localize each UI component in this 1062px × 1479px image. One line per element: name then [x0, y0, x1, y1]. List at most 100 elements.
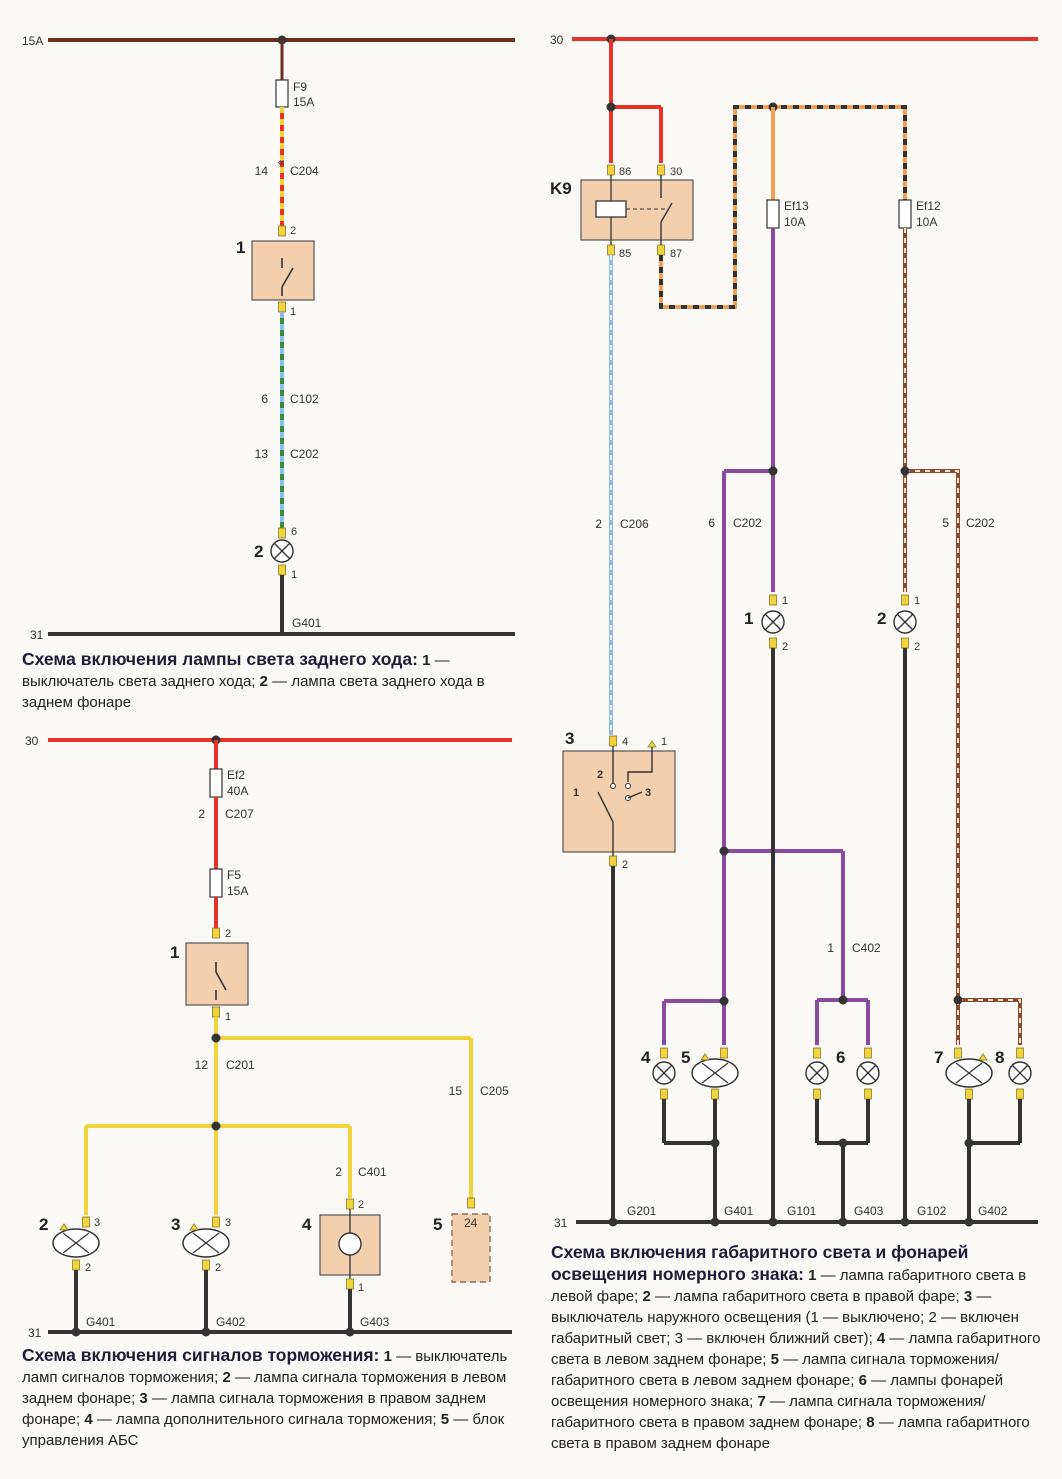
svg-text:31: 31	[554, 1216, 568, 1230]
svg-text:2: 2	[335, 1165, 342, 1179]
caption-item-text: — лампы фонарей освещения номерного знак…	[551, 1372, 1004, 1410]
svg-text:10A: 10A	[916, 215, 937, 229]
caption-item-number: 4	[84, 1411, 93, 1428]
connector-c202: C202	[290, 447, 319, 461]
caption-reverse-light-body: 1 — выключатель света заднего хода; 2 — …	[22, 652, 485, 711]
svg-text:2: 2	[198, 807, 205, 821]
svg-text:2: 2	[225, 928, 231, 940]
connector-c205: C205	[480, 1084, 509, 1098]
svg-text:4: 4	[622, 736, 628, 748]
caption-item-text: — лампа сигнала торможения/габаритного с…	[551, 1393, 986, 1431]
svg-text:2: 2	[215, 1262, 221, 1274]
svg-text:2: 2	[290, 225, 296, 237]
svg-text:2: 2	[595, 517, 602, 531]
svg-text:F5: F5	[227, 868, 241, 882]
svg-text:2: 2	[914, 641, 920, 653]
fuse-f5	[209, 868, 223, 898]
caption-item-text: — лампа габаритного света в левой фаре;	[551, 1267, 1027, 1305]
caption-item-number: 1	[808, 1267, 817, 1284]
caption-item-text: — лампа габаритного света в правом задне…	[551, 1414, 1030, 1452]
ground-g402-d3: G402	[978, 1204, 1008, 1218]
caption-item-text: — выключатель ламп сигналов торможения;	[22, 1348, 508, 1386]
svg-text:Ef12: Ef12	[916, 199, 941, 213]
connector-c201: C201	[226, 1058, 255, 1072]
svg-text:2: 2	[597, 769, 603, 781]
caption-item-text: — лампа света заднего хода в заднем фона…	[22, 673, 485, 711]
svg-text:3: 3	[645, 787, 651, 799]
ground-g403-d3: G403	[854, 1204, 884, 1218]
svg-text:4: 4	[302, 1215, 312, 1234]
svg-text:2: 2	[782, 641, 788, 653]
ground-g403-d2: G403	[360, 1315, 390, 1329]
caption-item-text: — блок управления АБС	[22, 1411, 505, 1449]
caption-item-text: — лампа габаритного света в левом заднем…	[551, 1330, 1041, 1368]
caption-brake-light-body: 1 — выключатель ламп сигналов торможения…	[22, 1348, 507, 1449]
svg-text:40A: 40A	[227, 784, 248, 798]
svg-text:3: 3	[225, 1217, 231, 1229]
svg-text:1: 1	[290, 306, 296, 318]
svg-text:6: 6	[708, 516, 715, 530]
svg-text:3: 3	[565, 729, 574, 748]
fuse-f9	[275, 79, 289, 108]
connector-c207: C207	[225, 807, 254, 821]
connector-c202-b: C202	[966, 516, 995, 530]
caption-item-number: 5	[770, 1351, 779, 1368]
svg-text:2: 2	[877, 609, 886, 628]
ground-g401-d3: G401	[724, 1204, 754, 1218]
svg-text:1: 1	[744, 609, 753, 628]
caption-item-number: 1	[422, 652, 431, 669]
svg-text:86: 86	[619, 166, 631, 178]
ground-g402-d2: G402	[216, 1315, 246, 1329]
caption-item-number: 8	[866, 1414, 875, 1431]
caption-item-text: — лампа сигнала торможения/габаритного с…	[551, 1351, 999, 1389]
svg-text:14: 14	[255, 164, 269, 178]
svg-text:6: 6	[836, 1048, 845, 1067]
connector-c402: C402	[852, 941, 881, 955]
caption-reverse-light: Схема включения лампы света заднего хода…	[22, 649, 520, 713]
fuse-f9-rating: 15A	[293, 95, 314, 109]
ground-g201: G201	[627, 1204, 657, 1218]
svg-text:30: 30	[25, 734, 39, 748]
caption-item-number: 2	[259, 673, 268, 690]
brake-light-diagram: 30 Ef2 40A 2 C207 F5 15A 1 2 1	[25, 734, 512, 1340]
caption-parking-light-body: 1 — лампа габаритного света в левой фаре…	[551, 1267, 1040, 1452]
svg-text:10A: 10A	[784, 215, 805, 229]
svg-text:5: 5	[942, 516, 949, 530]
caption-item-text: — лампа дополнительного сигнала торможен…	[92, 1411, 441, 1428]
caption-item-text: — лампа сигнала торможения в правом задн…	[22, 1390, 487, 1428]
svg-text:1: 1	[170, 943, 179, 962]
ground-g401: G401	[292, 616, 322, 630]
svg-text:3: 3	[94, 1217, 100, 1229]
ground-g401-d2: G401	[86, 1315, 116, 1329]
svg-text:1: 1	[358, 1282, 364, 1294]
svg-text:3: 3	[171, 1215, 180, 1234]
svg-text:4: 4	[641, 1048, 651, 1067]
caption-item-number: 5	[440, 1411, 450, 1428]
svg-text:8: 8	[995, 1048, 1004, 1067]
caption-item-text: — выключатель наружного освещения (1 — в…	[551, 1288, 1019, 1347]
svg-text:87: 87	[670, 248, 682, 260]
svg-text:5: 5	[433, 1215, 442, 1234]
relay-k9-label: K9	[550, 179, 572, 198]
caption-item-text: — лампа сигнала торможения в левом задне…	[22, 1369, 507, 1407]
caption-brake-light: Схема включения сигналов торможения: 1 —…	[22, 1345, 522, 1451]
svg-text:12: 12	[195, 1058, 209, 1072]
svg-text:1: 1	[573, 787, 579, 799]
bus-15a-label: 15A	[22, 34, 43, 48]
svg-text:1: 1	[291, 569, 297, 581]
caption-item-number: 2	[222, 1369, 231, 1386]
svg-text:Ef2: Ef2	[227, 768, 245, 782]
svg-text:30: 30	[550, 33, 564, 47]
svg-text:2: 2	[39, 1215, 48, 1234]
parking-light-diagram: 30 K9 86 30 85 87 Ef13 10A	[550, 33, 1038, 1230]
caption-item-number: 7	[757, 1393, 766, 1410]
exterior-light-switch	[562, 750, 676, 853]
reverse-light-diagram: 15A F9 15A « 14 C204 1 2 1 6 C102 13 C20…	[22, 34, 515, 642]
caption-item-text: — лампа габаритного света в правой фаре;	[650, 1288, 964, 1305]
svg-text:31: 31	[30, 628, 44, 642]
connector-c204: C204	[290, 164, 319, 178]
svg-text:31: 31	[28, 1326, 42, 1340]
reverse-lamp-number: 2	[254, 542, 263, 561]
caption-item-number: 4	[876, 1330, 886, 1347]
